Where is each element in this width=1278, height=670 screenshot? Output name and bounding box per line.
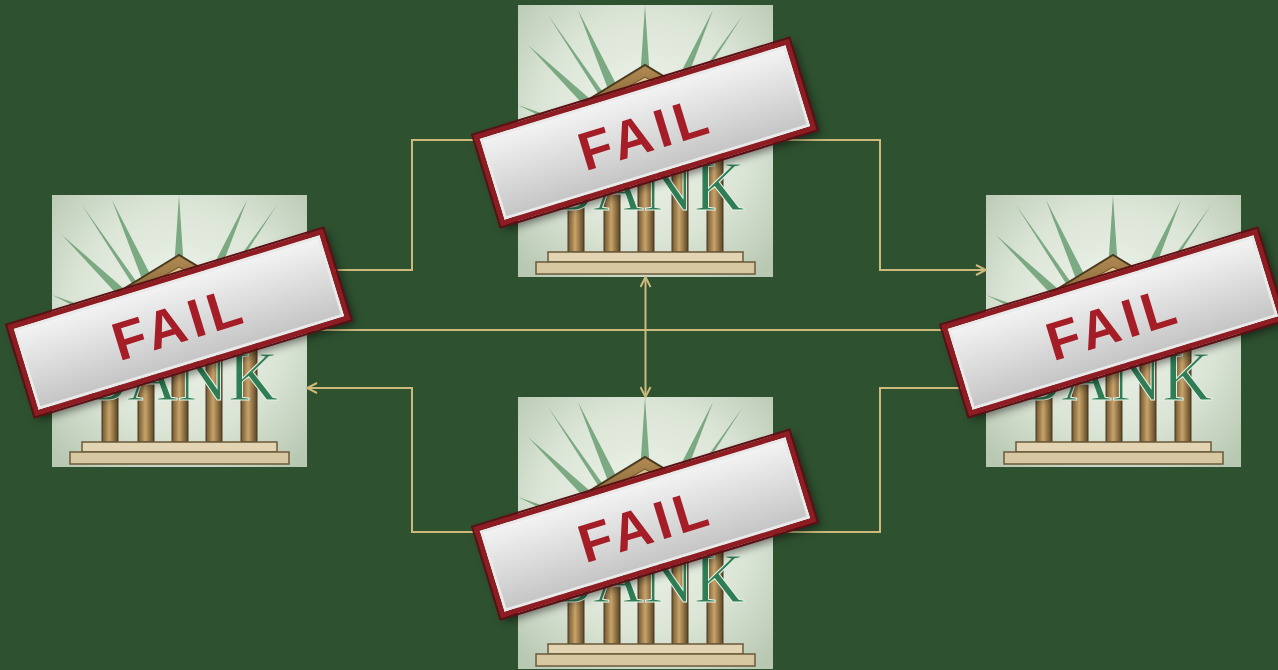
bank-node: BANKFAIL [986,195,1241,467]
bank-node: BANKFAIL [52,195,307,467]
bank-node: BANKFAIL [518,397,773,669]
flow-connector [307,329,986,331]
flow-connector [307,388,518,532]
bank-node: BANKFAIL [518,5,773,277]
flow-connector [645,277,647,397]
flow-connector [773,140,986,270]
